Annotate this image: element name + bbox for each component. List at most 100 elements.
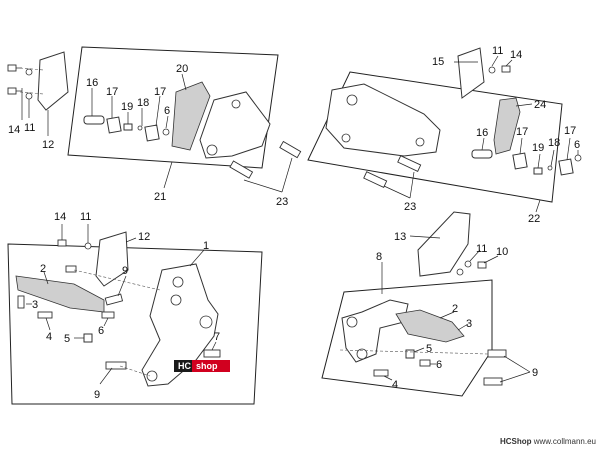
panel-left: [7, 243, 263, 405]
callout-4: 4: [46, 331, 52, 343]
callout-6: 6: [164, 105, 170, 117]
callout-11: 11: [476, 243, 487, 255]
bolt-23a: [279, 140, 302, 159]
badge-brand: HC: [178, 361, 191, 371]
ball-18: [137, 125, 143, 131]
callout-19: 19: [121, 101, 133, 113]
pin-6: [419, 359, 431, 367]
washer-11b: [25, 92, 33, 100]
callout-10: 10: [496, 246, 508, 258]
footpeg-24: [493, 97, 521, 155]
callout-17: 17: [106, 86, 118, 98]
rear-bracket-left: [199, 91, 271, 159]
callout-6: 6: [98, 325, 104, 337]
bolt-9b: [104, 293, 124, 306]
washer-11: [488, 66, 496, 74]
bolt-14: [57, 239, 67, 247]
pin-6: [574, 154, 582, 162]
footpeg-2: [395, 309, 465, 343]
callout-7: 7: [214, 331, 220, 343]
footpeg-2: [15, 275, 105, 313]
bolt-10: [477, 261, 487, 269]
callout-13: 13: [394, 231, 406, 243]
callout-12: 12: [42, 139, 54, 151]
callout-18: 18: [137, 97, 149, 109]
footpeg-20: [171, 81, 211, 151]
callout-17: 17: [564, 125, 576, 137]
pin-4: [373, 369, 389, 377]
ball-18: [547, 165, 553, 171]
spring-5: [405, 349, 415, 359]
callout-4: 4: [392, 379, 398, 391]
callout-20: 20: [176, 63, 188, 75]
callout-19: 19: [532, 142, 544, 154]
heel-guard-15: [457, 47, 485, 99]
washer-11: [464, 260, 472, 268]
callout-16: 16: [86, 77, 98, 89]
group-top-left: 14 11 12 16 17 19 18 17 6 20 21 23: [7, 46, 302, 208]
callout-2: 2: [452, 303, 458, 315]
bolt-23b: [397, 155, 422, 172]
callout-1: 1: [203, 240, 209, 252]
panel-21: [67, 46, 279, 169]
callout-21: 21: [154, 191, 166, 203]
footer-brand: HCShop: [499, 437, 532, 446]
washer-11: [84, 242, 92, 250]
panel-8: [321, 279, 493, 397]
washer-11a: [25, 68, 33, 76]
pin-6: [101, 311, 115, 319]
callout-16: 16: [476, 127, 488, 139]
bolt-9a: [487, 349, 507, 358]
bolt-9b: [483, 377, 503, 386]
callout-5: 5: [426, 343, 432, 355]
callout-14: 14: [54, 211, 66, 223]
hc-shop-badge: HC shop: [174, 360, 230, 372]
plate-17b: [144, 124, 160, 142]
pin-3: [17, 295, 25, 309]
bolt-14b: [7, 87, 22, 95]
callout-11: 11: [24, 122, 35, 134]
callout-12: 12: [138, 231, 150, 243]
pin-7: [203, 349, 221, 358]
callout-24: 24: [534, 99, 546, 111]
footrest-bracket-8: [341, 299, 409, 363]
pin-4: [37, 311, 53, 319]
callout-17: 17: [516, 126, 528, 138]
callout-15: 15: [432, 56, 444, 68]
bolt-23b: [229, 160, 254, 179]
callout-11: 11: [492, 45, 503, 57]
callout-22: 22: [528, 213, 540, 225]
panel-22: [307, 71, 563, 203]
callout-3: 3: [466, 318, 472, 330]
spring-5: [83, 333, 93, 343]
bolt-9a: [65, 265, 77, 273]
plate-17a: [512, 152, 528, 170]
pin-16: [83, 115, 105, 125]
callout-11: 11: [80, 211, 91, 223]
bolt-23a: [363, 171, 388, 188]
footer-credit: HCShop www.collmann.eu: [500, 437, 596, 446]
group-top-right: 15 11 14 24 16 17 19 18 17 6 23 22: [307, 45, 582, 225]
bolt-14: [501, 65, 511, 73]
heel-guard-12: [37, 51, 69, 111]
callout-2: 2: [40, 263, 46, 275]
bolt-14a: [7, 64, 22, 72]
spring-19: [123, 123, 133, 131]
footer-url: www.collmann.eu: [533, 437, 596, 446]
pin-6: [162, 128, 170, 136]
callout-8: 8: [376, 251, 382, 263]
callout-9: 9: [122, 265, 128, 277]
callout-14: 14: [510, 49, 522, 61]
callout-14: 14: [8, 124, 20, 136]
callout-9: 9: [94, 389, 100, 401]
callout-9: 9: [532, 367, 538, 379]
plate-17b: [558, 158, 574, 176]
heel-guard-13: [417, 211, 471, 277]
group-bottom-right: 13 11 10 8 2 3 5 6 4 9: [321, 211, 538, 397]
spring-19: [533, 167, 543, 175]
callout-6: 6: [436, 359, 442, 371]
bolt-9c: [105, 361, 127, 370]
callout-18: 18: [548, 137, 560, 149]
group-bottom-left: 14 11 12 1 2 9 3 4 5 6 7 9: [7, 211, 263, 405]
